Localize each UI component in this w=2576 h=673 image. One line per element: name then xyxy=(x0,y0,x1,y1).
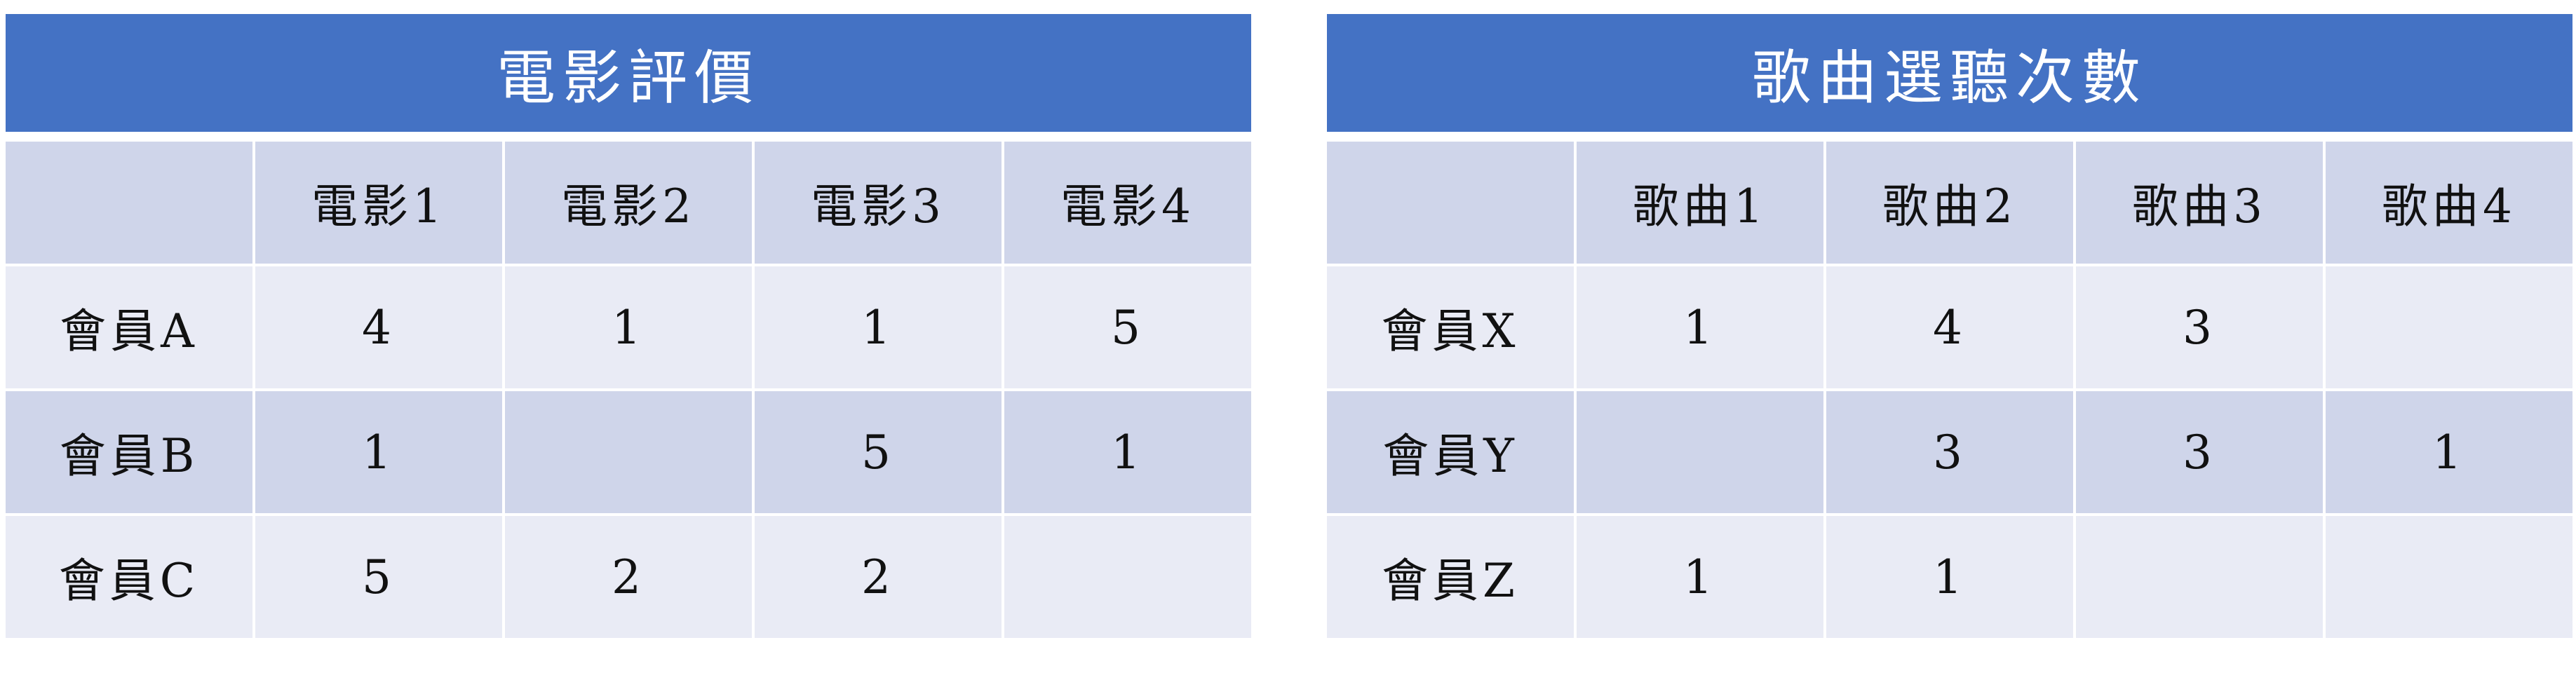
song-play-count-table: 歌曲選聽次數 歌曲1 歌曲2 歌曲3 歌曲4 會員X 1 4 3 會員Y 3 3… xyxy=(1327,14,2572,638)
row-header: 會員A xyxy=(6,266,252,388)
table-cell: 1 xyxy=(755,266,1002,388)
table-cell: 3 xyxy=(1826,391,2073,513)
column-header: 電影1 xyxy=(255,142,502,264)
table-cell: 1 xyxy=(505,266,752,388)
column-header: 歌曲1 xyxy=(1577,142,1823,264)
table-cell: 1 xyxy=(1004,391,1251,513)
table-cell: 1 xyxy=(1577,266,1823,388)
row-header: 會員Y xyxy=(1327,391,1574,513)
column-header: 歌曲4 xyxy=(2326,142,2572,264)
table-cell xyxy=(505,391,752,513)
table-cell: 2 xyxy=(505,516,752,638)
column-header: 電影3 xyxy=(755,142,1002,264)
column-header: 電影4 xyxy=(1004,142,1251,264)
row-header: 會員Z xyxy=(1327,516,1574,638)
table-cell: 5 xyxy=(755,391,1002,513)
table-cell: 4 xyxy=(255,266,502,388)
table-cell xyxy=(2076,516,2323,638)
row-header: 會員C xyxy=(6,516,252,638)
table-title: 電影評價 xyxy=(6,14,1251,132)
corner-cell xyxy=(6,142,252,264)
corner-cell xyxy=(1327,142,1574,264)
table-cell: 1 xyxy=(1826,516,2073,638)
row-header: 會員X xyxy=(1327,266,1574,388)
table-cell xyxy=(1577,391,1823,513)
table-grid: 電影1 電影2 電影3 電影4 會員A 4 1 1 5 會員B 1 5 1 會員… xyxy=(6,142,1251,638)
row-header: 會員B xyxy=(6,391,252,513)
table-cell: 4 xyxy=(1826,266,2073,388)
column-header: 歌曲3 xyxy=(2076,142,2323,264)
table-cell: 3 xyxy=(2076,266,2323,388)
table-cell: 5 xyxy=(255,516,502,638)
table-cell: 3 xyxy=(2076,391,2323,513)
column-header: 電影2 xyxy=(505,142,752,264)
movie-rating-table: 電影評價 電影1 電影2 電影3 電影4 會員A 4 1 1 5 會員B 1 5… xyxy=(6,14,1251,638)
table-cell: 1 xyxy=(255,391,502,513)
column-header: 歌曲2 xyxy=(1826,142,2073,264)
table-cell: 1 xyxy=(2326,391,2572,513)
table-cell: 5 xyxy=(1004,266,1251,388)
table-cell xyxy=(1004,516,1251,638)
table-cell: 2 xyxy=(755,516,1002,638)
table-cell xyxy=(2326,516,2572,638)
table-title: 歌曲選聽次數 xyxy=(1327,14,2572,132)
table-cell: 1 xyxy=(1577,516,1823,638)
table-cell xyxy=(2326,266,2572,388)
table-grid: 歌曲1 歌曲2 歌曲3 歌曲4 會員X 1 4 3 會員Y 3 3 1 會員Z … xyxy=(1327,142,2572,638)
